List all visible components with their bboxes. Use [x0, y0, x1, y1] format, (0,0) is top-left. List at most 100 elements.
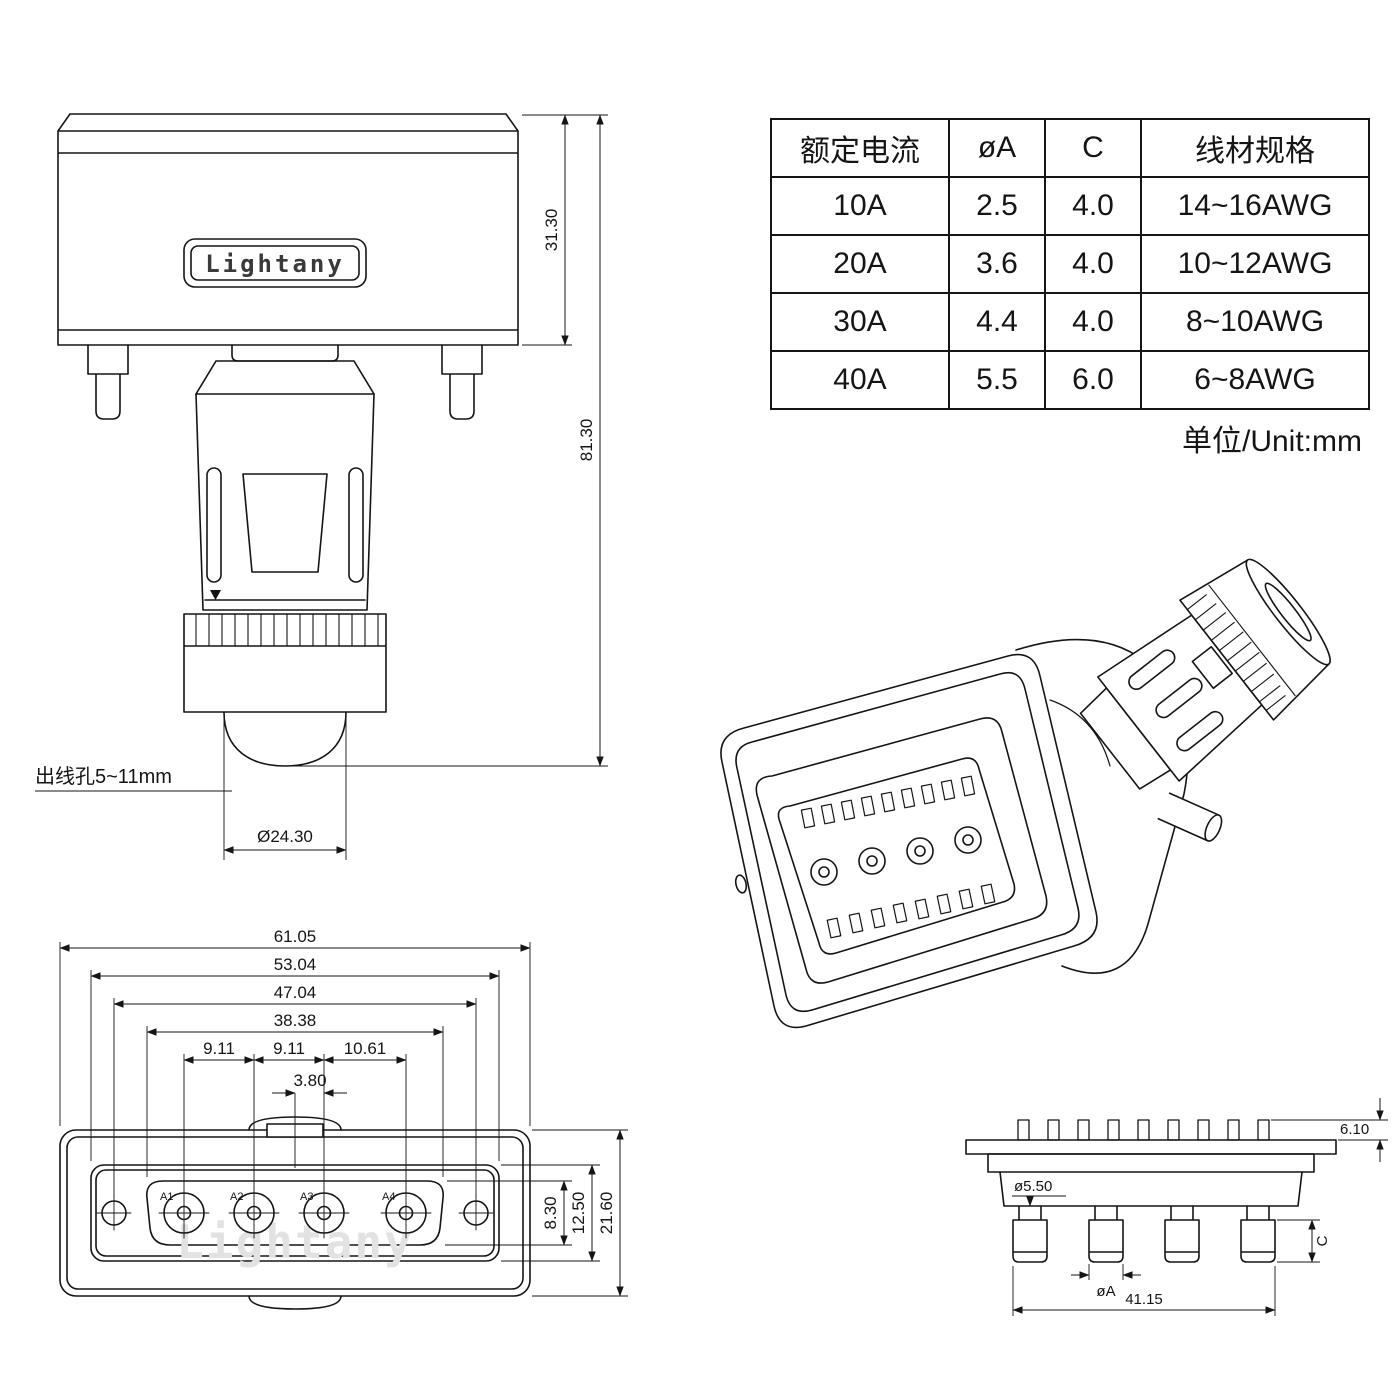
- section-view: [965, 1119, 1337, 1263]
- table-row: 20A 3.6 4.0 10~12AWG: [770, 234, 1370, 294]
- gland-end-cap: [1245, 558, 1331, 666]
- latch-tab: [231, 344, 339, 362]
- dim-cutout-width: 38.38: [274, 1011, 317, 1030]
- dim-gland-diameter: Ø24.30: [257, 827, 313, 846]
- cell-c: 6.0: [1044, 350, 1142, 410]
- flange-inner: [95, 1169, 495, 1257]
- dim-flange-height: 12.50: [569, 1192, 588, 1235]
- grip-panel: [242, 473, 328, 573]
- cell-current: 20A: [770, 234, 950, 294]
- dim-overall-height: 21.60: [597, 1192, 616, 1235]
- gland-knurl: [195, 613, 379, 647]
- dim-cutout-height: 8.30: [541, 1196, 560, 1229]
- stub-cap: [1204, 814, 1223, 842]
- spec-table: 额定电流 øA C 线材规格 10A 2.5 4.0 14~16AWG 20A …: [770, 118, 1370, 410]
- dim-center-offset: 3.80: [293, 1071, 326, 1090]
- dim-pitch-2: 9.11: [273, 1039, 305, 1058]
- strain-relief-slot-left: [206, 467, 222, 583]
- dim-hole-spacing: 47.04: [274, 983, 317, 1002]
- strain-relief-slot-right: [348, 467, 364, 583]
- cell-dia-a: 4.4: [948, 292, 1046, 352]
- cell-c: 4.0: [1044, 234, 1142, 294]
- face-view-dimensions: 61.05 53.04 47.04 38.38 9.11 9.11 10.61 …: [59, 927, 628, 1297]
- contact-slots-bottom: [826, 883, 996, 939]
- pin-a1-label: A1: [160, 1191, 173, 1203]
- d-cutout: [146, 1180, 444, 1246]
- isometric-view: [720, 558, 1331, 1029]
- dim-top-height: 31.30: [542, 209, 561, 252]
- dim-overall-width: 61.05: [274, 927, 317, 946]
- front-view: Lightany: [57, 113, 519, 767]
- front-view-dimensions: 31.30 81.30 Ø24.30 出线孔5~11mm: [35, 114, 608, 860]
- neck-flare: [195, 360, 375, 395]
- iso-slot-1: [1128, 649, 1176, 691]
- cell-c: 4.0: [1044, 176, 1142, 236]
- cell-wire: 8~10AWG: [1140, 292, 1370, 352]
- flange-plate: [965, 1139, 1337, 1155]
- cell-wire: 10~12AWG: [1140, 234, 1370, 294]
- gland-seam: [1208, 584, 1296, 697]
- iso-flange-mid: [735, 671, 1080, 1013]
- mold-mark: [210, 590, 221, 600]
- dim-pin-height: 6.10: [1340, 1121, 1369, 1138]
- table-header-row: 额定电流 øA C 线材规格: [770, 118, 1370, 178]
- header-dia-a: øA: [948, 118, 1046, 178]
- header-rated-current: 额定电流: [770, 118, 950, 178]
- right-foot: [441, 344, 483, 420]
- dim-barrel-dia: øA: [1096, 1283, 1115, 1300]
- brand-logo: Lightany: [205, 250, 345, 278]
- pin-a1-crosshair: [158, 1187, 210, 1239]
- cell-dia-a: 5.5: [948, 350, 1046, 410]
- dim-pin-dia: ø5.50: [1014, 1178, 1052, 1195]
- header-c: C: [1044, 118, 1142, 178]
- dim-span: 41.15: [1125, 1291, 1163, 1308]
- mount-hole-left-crosshair: [96, 1195, 132, 1231]
- extension-lines: [59, 942, 628, 1297]
- table-row: 30A 4.4 4.0 8~10AWG: [770, 292, 1370, 352]
- pin-a2-crosshair: [228, 1187, 280, 1239]
- rear-stub: [1157, 792, 1223, 842]
- gland-nut: [183, 613, 387, 713]
- pin-a3-label: A3: [300, 1191, 313, 1203]
- gland-end-hole: [1264, 582, 1312, 642]
- header-wire-gauge: 线材规格: [1140, 118, 1370, 178]
- cell-dia-a: 3.6: [948, 234, 1046, 294]
- gland-knurl-iso: [1186, 594, 1286, 712]
- insulator-plate: [987, 1153, 1315, 1173]
- table-row: 40A 5.5 6.0 6~8AWG: [770, 350, 1370, 410]
- dim-flange-width: 53.04: [274, 955, 317, 974]
- wire-hole-label: 出线孔5~11mm: [35, 765, 172, 788]
- cell-current: 30A: [770, 292, 950, 352]
- logo-frame: [183, 238, 367, 288]
- face-watermark: Lightany: [176, 1215, 414, 1269]
- boss-bottom: [248, 1295, 342, 1310]
- contact-slots-top: [800, 775, 976, 829]
- iso-opening: [777, 757, 1016, 955]
- unit-label: 单位/Unit:mm: [1182, 425, 1362, 458]
- mount-hole-right-crosshair: [458, 1195, 494, 1231]
- dim-barrel-depth: C: [1314, 1235, 1331, 1246]
- pin-a2-label: A2: [230, 1191, 243, 1203]
- table-row: 10A 2.5 4.0 14~16AWG: [770, 176, 1370, 236]
- body-contour: [1049, 699, 1111, 767]
- dim-pitch-1: 9.11: [203, 1039, 235, 1058]
- cell-c: 4.0: [1044, 292, 1142, 352]
- extension-lines: [1012, 1119, 1388, 1316]
- stub-sides: [1157, 792, 1220, 842]
- iso-slot-3: [1176, 710, 1224, 752]
- gland-assembly: [1079, 558, 1331, 790]
- cell-wire: 14~16AWG: [1140, 176, 1370, 236]
- body-profile: [999, 1171, 1303, 1207]
- cell-wire: 6~8AWG: [1140, 350, 1370, 410]
- iso-screw: [734, 874, 748, 894]
- signal-pins-row: [1017, 1119, 1270, 1141]
- pin-a4-crosshair: [380, 1187, 432, 1239]
- shell-outline: [57, 113, 519, 346]
- iso-face-plate: [755, 717, 1048, 984]
- iso-slot-2: [1155, 677, 1203, 719]
- label-plate: [1191, 645, 1234, 690]
- dim-pitch-3: 10.61: [344, 1039, 387, 1058]
- iso-flange-outer: [720, 653, 1098, 1029]
